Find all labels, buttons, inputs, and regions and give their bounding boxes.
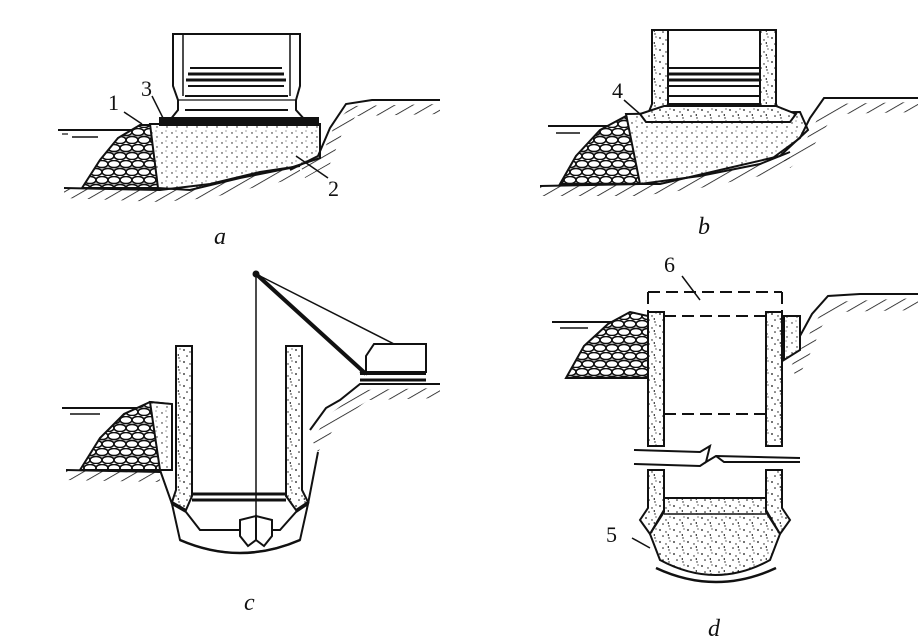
leader-3 [151,95,165,121]
caisson-walls [170,345,310,512]
bed-hatch-c [66,470,160,482]
leader-6 [681,275,701,301]
callout-1: 1 [108,90,119,115]
panel-b [539,29,918,196]
caption-a: a [214,224,226,250]
leader-5 [631,537,651,549]
leader-2 [295,155,329,179]
caisson-walls [646,29,782,115]
callout-6: 6 [664,252,675,277]
caption-c: c [244,590,255,616]
caption-b: b [698,214,710,240]
callout-3: 3 [141,76,152,101]
sand-cushion [159,117,319,126]
bank-hatch [300,104,440,178]
leader-1 [123,111,143,125]
caisson-extension-dashed [647,291,783,415]
rubble-slope [80,124,164,189]
bed-hatch-b [540,152,790,196]
leader-4 [623,99,641,115]
callout-4: 4 [612,78,623,103]
sand-fill-left [148,400,173,471]
water-line [58,129,140,138]
sand-fill-right [783,315,801,362]
bank-hatch [782,102,918,168]
bed-hatch-a [64,166,300,202]
caption-d: d [708,616,721,642]
caisson-walls [638,311,792,536]
panel-a [58,33,440,202]
concrete-seal [648,497,782,576]
outer-ground-c [159,451,319,505]
grab-bucket [239,514,273,548]
callout-2: 2 [328,176,339,201]
riverbank-right [769,97,918,161]
panel-d [552,275,918,584]
bank-hatch [312,388,440,452]
break-line [633,443,801,468]
caisson-formwork [169,33,306,125]
panel-c [62,270,440,555]
bank-hatch [790,298,918,378]
cutting-edge-base [638,105,798,123]
callout-5: 5 [606,522,617,547]
crane [252,270,427,520]
riverbank-right [309,383,440,431]
